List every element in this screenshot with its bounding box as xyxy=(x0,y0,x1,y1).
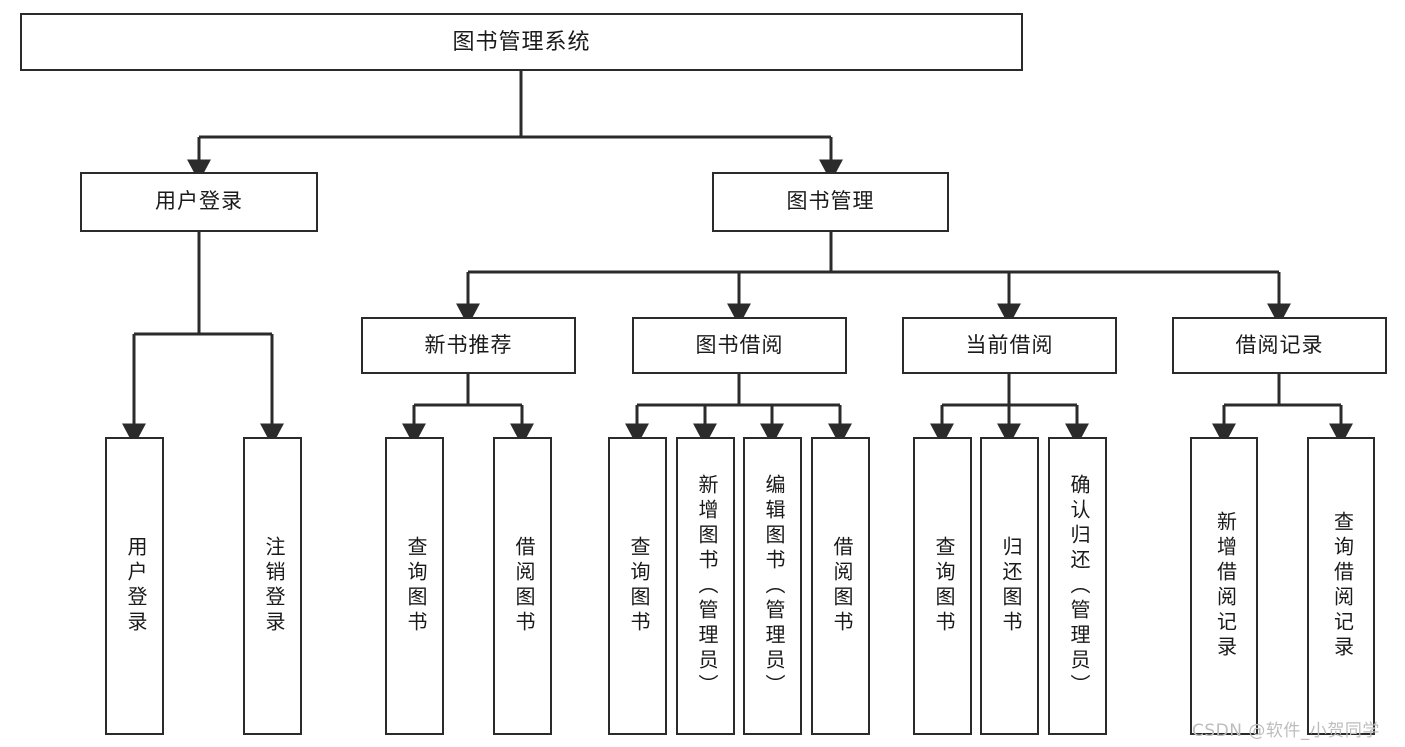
node-leaf-borrow-book-1[interactable]: 借阅图书 xyxy=(493,437,552,735)
node-book-borrow[interactable]: 图书借阅 xyxy=(632,317,847,374)
node-leaf-query-record[interactable]: 查询借阅记录 xyxy=(1307,437,1375,735)
node-book-management-label: 图书管理 xyxy=(786,190,875,214)
node-leaf-query-book-1[interactable]: 查询图书 xyxy=(385,437,444,735)
node-leaf-borrow-book-2-label: 借阅图书 xyxy=(830,536,852,636)
node-root-label: 图书管理系统 xyxy=(452,28,591,54)
node-borrow-record[interactable]: 借阅记录 xyxy=(1172,317,1387,374)
node-leaf-add-record[interactable]: 新增借阅记录 xyxy=(1190,437,1258,735)
node-book-management[interactable]: 图书管理 xyxy=(712,172,949,232)
node-leaf-user-login-label: 用户登录 xyxy=(124,536,146,636)
node-leaf-user-logout-label: 注销登录 xyxy=(262,536,284,636)
node-leaf-query-book-1-label: 查询图书 xyxy=(404,536,426,636)
node-leaf-query-record-label: 查询借阅记录 xyxy=(1330,511,1353,661)
node-leaf-edit-book[interactable]: 编辑图书（管理员） xyxy=(743,437,802,735)
node-leaf-query-book-2[interactable]: 查询图书 xyxy=(608,437,667,735)
node-leaf-confirm-return[interactable]: 确认归还（管理员） xyxy=(1048,437,1107,735)
node-leaf-query-book-2-label: 查询图书 xyxy=(627,536,649,636)
node-new-book-recommend-label: 新书推荐 xyxy=(424,333,513,357)
node-current-borrow[interactable]: 当前借阅 xyxy=(902,317,1117,374)
node-leaf-query-book-3[interactable]: 查询图书 xyxy=(913,437,972,735)
csdn-watermark: CSDN @软件_小贺同学 xyxy=(1192,721,1380,741)
node-root[interactable]: 图书管理系统 xyxy=(20,13,1023,71)
node-leaf-add-book[interactable]: 新增图书（管理员） xyxy=(676,437,735,735)
node-leaf-borrow-book-1-label: 借阅图书 xyxy=(512,536,534,636)
node-leaf-return-book-label: 归还图书 xyxy=(999,536,1021,636)
node-borrow-record-label: 借阅记录 xyxy=(1235,333,1324,357)
node-leaf-add-book-label: 新增图书（管理员） xyxy=(695,473,717,699)
node-leaf-add-record-label: 新增借阅记录 xyxy=(1213,511,1236,661)
node-user-login[interactable]: 用户登录 xyxy=(80,172,318,232)
node-leaf-return-book[interactable]: 归还图书 xyxy=(980,437,1039,735)
node-leaf-edit-book-label: 编辑图书（管理员） xyxy=(762,473,784,699)
node-new-book-recommend[interactable]: 新书推荐 xyxy=(361,317,576,374)
node-leaf-borrow-book-2[interactable]: 借阅图书 xyxy=(811,437,870,735)
node-leaf-query-book-3-label: 查询图书 xyxy=(932,536,954,636)
node-leaf-confirm-return-label: 确认归还（管理员） xyxy=(1067,473,1089,699)
node-book-borrow-label: 图书借阅 xyxy=(695,333,784,357)
node-leaf-user-logout[interactable]: 注销登录 xyxy=(243,437,302,735)
node-leaf-user-login[interactable]: 用户登录 xyxy=(105,437,164,735)
node-user-login-label: 用户登录 xyxy=(155,190,243,214)
node-current-borrow-label: 当前借阅 xyxy=(965,333,1054,357)
